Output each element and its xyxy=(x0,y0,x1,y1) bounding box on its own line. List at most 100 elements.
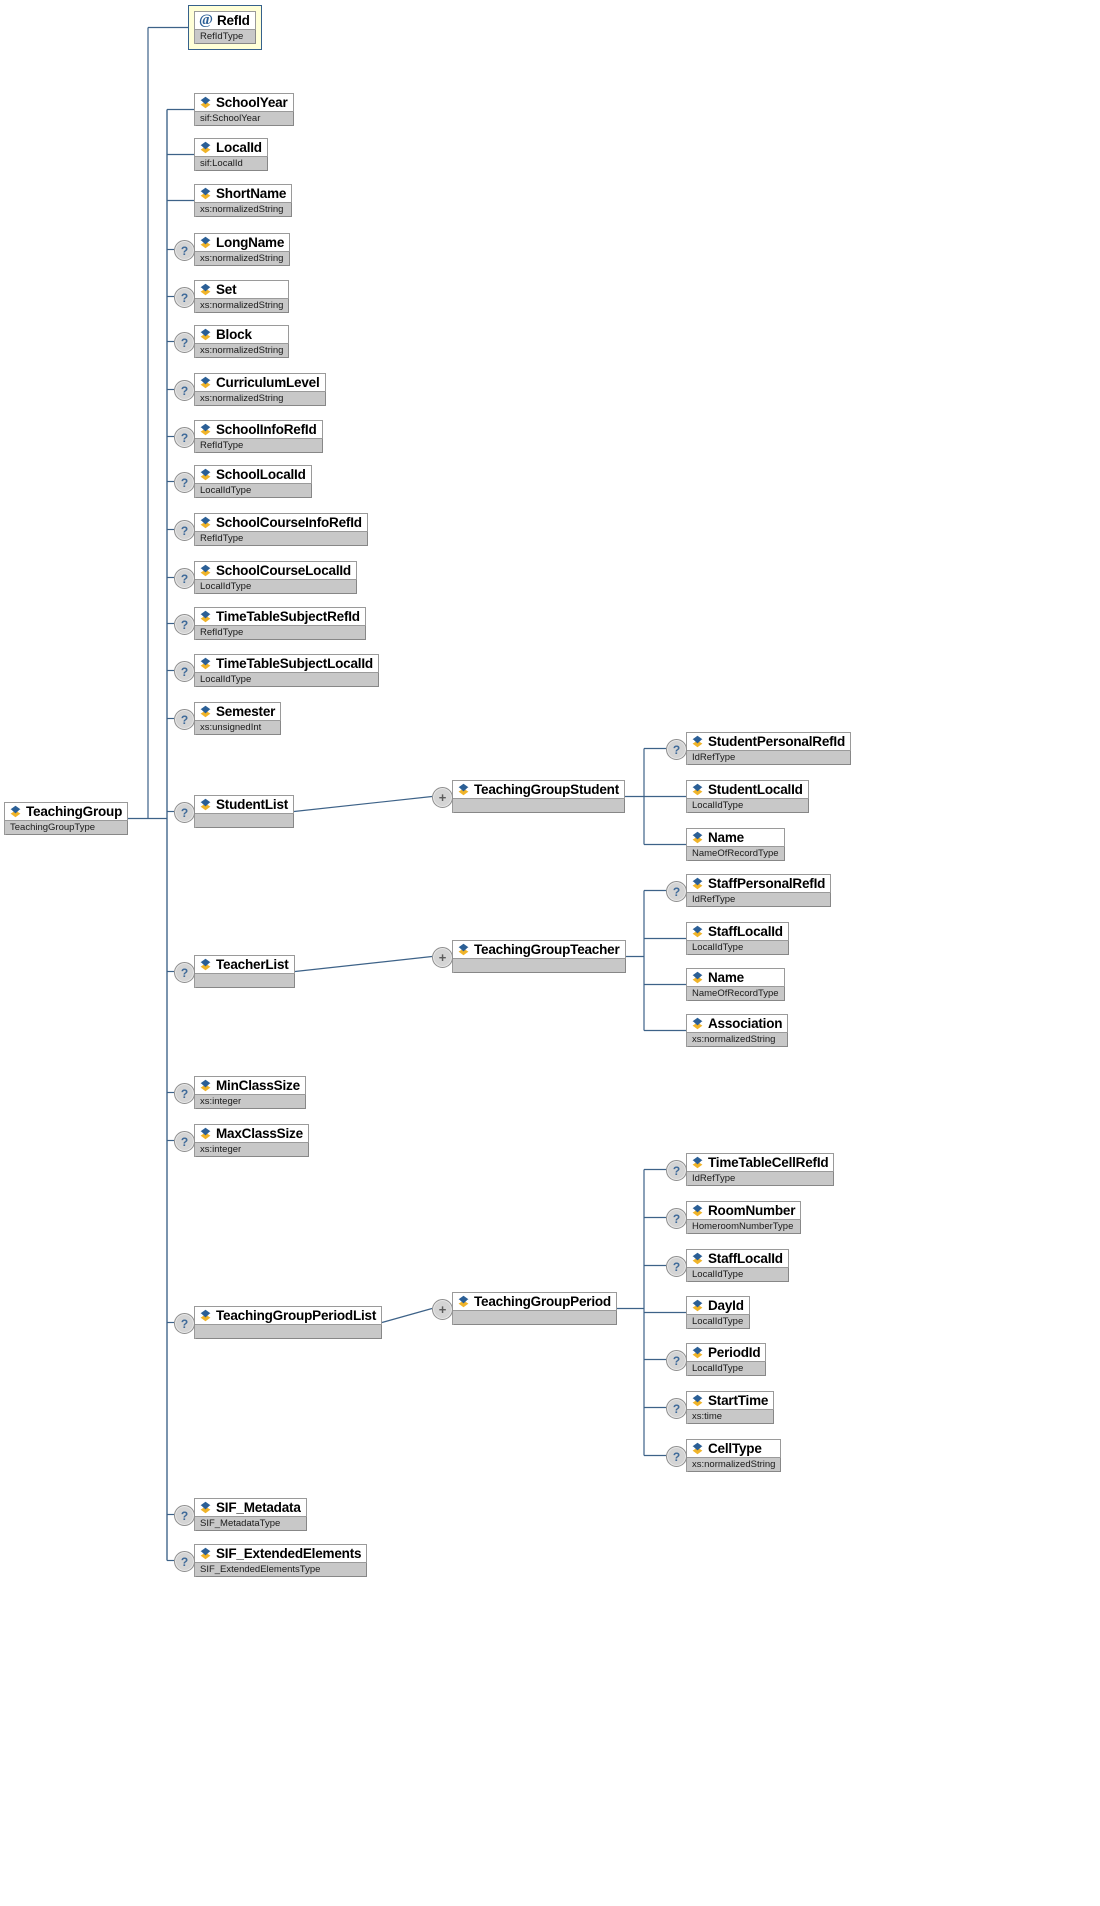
optional-marker-teacherlist[interactable]: ? xyxy=(174,962,195,983)
optional-marker-semester[interactable]: ? xyxy=(174,709,195,730)
element-icon xyxy=(199,516,212,529)
node-label: RoomNumber xyxy=(708,1203,796,1218)
node-type-label: xs:normalizedString xyxy=(195,343,289,357)
node-label: LongName xyxy=(216,235,285,250)
optional-marker-schoollocalid[interactable]: ? xyxy=(174,472,195,493)
optional-marker-curriculumlevel[interactable]: ? xyxy=(174,380,195,401)
node-type-label xyxy=(453,958,625,972)
node-label: SchoolLocalId xyxy=(216,467,306,482)
optional-marker-minclasssize[interactable]: ? xyxy=(174,1083,195,1104)
node-type-label: RefIdType xyxy=(195,531,367,545)
optional-marker-teachinggroupteacher-staffpersonalrefid[interactable]: ? xyxy=(666,881,687,902)
optional-marker-teachinggroupperiod-periodid[interactable]: ? xyxy=(666,1350,687,1371)
node-type-label: xs:time xyxy=(687,1409,774,1423)
element-icon xyxy=(199,657,212,670)
node-teachinggroupteacher[interactable]: TeachingGroupTeacher xyxy=(452,940,626,973)
optional-marker-schoolcourselocalid[interactable]: ? xyxy=(174,568,195,589)
optional-marker-set[interactable]: ? xyxy=(174,287,195,308)
element-icon xyxy=(691,971,704,984)
optional-marker-block[interactable]: ? xyxy=(174,332,195,353)
node-teachinggroupstudent[interactable]: TeachingGroupStudent xyxy=(452,780,625,813)
optional-marker-schoolinforefid[interactable]: ? xyxy=(174,427,195,448)
optional-marker-maxclasssize[interactable]: ? xyxy=(174,1131,195,1152)
expander-teachinggroupperiod[interactable]: + xyxy=(432,1299,453,1320)
optional-marker-teachinggroupperiodlist[interactable]: ? xyxy=(174,1313,195,1334)
node-type-label xyxy=(195,973,294,987)
node-studentlist[interactable]: StudentList xyxy=(194,795,295,828)
element-icon xyxy=(691,1017,704,1030)
expander-teachinggroupstudent[interactable]: + xyxy=(432,787,453,808)
node-label: Semester xyxy=(216,704,276,719)
attribute-type-label: RefIdType xyxy=(195,29,255,43)
node-label: TimeTableCellRefId xyxy=(708,1155,829,1170)
node-type-label: IdRefType xyxy=(687,1171,834,1185)
optional-marker-schoolcourseinforefid[interactable]: ? xyxy=(174,520,195,541)
element-icon xyxy=(199,1309,212,1322)
optional-marker-teachinggroupperiod-roomnumber[interactable]: ? xyxy=(666,1208,687,1229)
node-type-label: xs:unsignedInt xyxy=(195,720,281,734)
optional-marker-teachinggroupstudent-studentpersonalrefid[interactable]: ? xyxy=(666,739,687,760)
element-icon xyxy=(199,1501,212,1514)
optional-marker-longname[interactable]: ? xyxy=(174,240,195,261)
node-teacherlist[interactable]: TeacherList xyxy=(194,955,295,988)
node-teachinggroupperiodlist[interactable]: TeachingGroupPeriodList xyxy=(194,1306,383,1339)
optional-marker-studentlist[interactable]: ? xyxy=(174,802,195,823)
node-type-label: xs:integer xyxy=(195,1142,308,1156)
element-icon xyxy=(199,376,212,389)
element-icon xyxy=(691,1346,704,1359)
optional-marker-teachinggroupperiod-stafflocalid[interactable]: ? xyxy=(666,1256,687,1277)
optional-marker-teachinggroupperiod-starttime[interactable]: ? xyxy=(666,1398,687,1419)
node-label: PeriodId xyxy=(708,1345,761,1360)
node-type-label: IdRefType xyxy=(687,892,831,906)
node-label: TeachingGroupTeacher xyxy=(474,942,620,957)
optional-marker-sif_extendedelements[interactable]: ? xyxy=(174,1551,195,1572)
optional-marker-timetablesubjectrefid[interactable]: ? xyxy=(174,614,195,635)
node-type-label: xs:normalizedString xyxy=(195,202,292,216)
node-type-label: LocalIdType xyxy=(687,1267,788,1281)
optional-marker-teachinggroupperiod-celltype[interactable]: ? xyxy=(666,1446,687,1467)
node-label: TeachingGroupStudent xyxy=(474,782,619,797)
optional-marker-sif_metadata[interactable]: ? xyxy=(174,1505,195,1526)
optional-marker-teachinggroupperiod-timetablecellrefid[interactable]: ? xyxy=(666,1160,687,1181)
node-type-label: xs:normalizedString xyxy=(687,1032,788,1046)
expander-teachinggroupteacher[interactable]: + xyxy=(432,947,453,968)
element-icon xyxy=(691,1394,704,1407)
node-teachinggroupperiod[interactable]: TeachingGroupPeriod xyxy=(452,1292,617,1325)
element-icon xyxy=(199,141,212,154)
optional-marker-timetablesubjectlocalid[interactable]: ? xyxy=(174,661,195,682)
